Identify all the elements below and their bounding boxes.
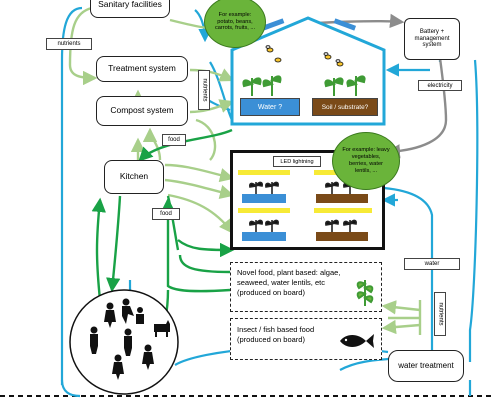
water-flow-right <box>468 59 479 362</box>
novel-food-box: Novel food, plant based: algae, seaweed,… <box>230 262 382 312</box>
electricity-tag: electricity <box>418 80 462 91</box>
compost-system-box: Compost system <box>96 96 188 126</box>
greenhouse <box>230 16 386 126</box>
seaweed-icon <box>356 280 374 306</box>
sanitary-facilities-box: Sanitary facilities <box>90 0 170 18</box>
water-tag: water <box>404 258 460 270</box>
people-icon <box>90 298 154 380</box>
nutrients-tag-top: nutrients <box>46 38 92 50</box>
nutrients-tag-right-text: nutrients <box>437 302 444 326</box>
nutrients-tag-right: nutrients <box>434 292 446 336</box>
battery-management-box: Battery + management system <box>404 18 460 60</box>
nutrients-tag-vertical: nutrients <box>198 70 210 110</box>
led-label: LED lightning <box>273 156 321 167</box>
solar-panel-icon <box>261 18 357 31</box>
fish-icon <box>340 334 374 348</box>
soil-tray: Soil / substrate? <box>312 98 378 116</box>
led-example-bubble: For example: leavy vegetables, berries, … <box>332 132 400 190</box>
treatment-system-box: Treatment system <box>96 56 188 82</box>
plant-icon <box>242 75 366 96</box>
water-treatment-box: water treatment <box>388 350 464 382</box>
greenhouse-example-bubble: For example: potato, beans, carrots, fru… <box>204 0 266 48</box>
kitchen-box: Kitchen <box>104 160 164 194</box>
bee-icon <box>265 45 344 67</box>
dog-icon <box>154 320 170 337</box>
food-tag-lower: food <box>152 208 180 220</box>
water-tray: Water ? <box>240 98 300 116</box>
crew-circle <box>69 289 179 395</box>
plant-icon <box>249 181 357 232</box>
water-flow-sanitary <box>60 6 83 385</box>
food-tag-upper: food <box>162 134 186 146</box>
nutrients-tag-vertical-text: nutrients <box>201 78 208 102</box>
